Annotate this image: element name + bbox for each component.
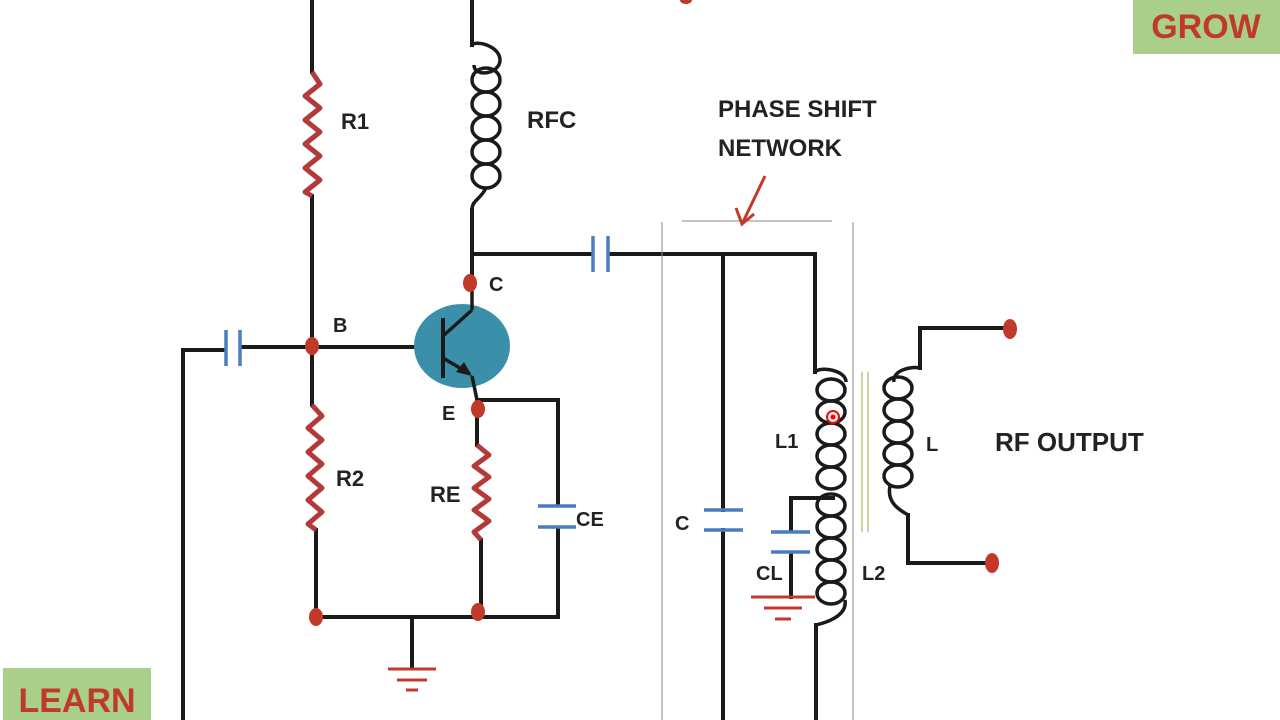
transistor-q1 bbox=[414, 283, 510, 401]
terminal-dots bbox=[305, 0, 1017, 626]
label-cl: CL bbox=[756, 563, 783, 585]
wires bbox=[181, 0, 1010, 720]
label-rf-output: RF OUTPUT bbox=[995, 427, 1144, 457]
inductor-l1 bbox=[813, 367, 848, 491]
label-l1: L1 bbox=[775, 431, 798, 453]
ground-cl bbox=[751, 595, 815, 621]
inductor-l2 bbox=[815, 492, 847, 627]
label-re: RE bbox=[430, 482, 461, 507]
resistor-r1 bbox=[302, 70, 323, 199]
label-l2: L2 bbox=[862, 563, 885, 585]
cursor-pointer bbox=[826, 410, 840, 424]
node-r2-bottom-dot bbox=[309, 608, 323, 626]
label-phase-shift-line2: NETWORK bbox=[718, 135, 843, 162]
label-b: B bbox=[333, 315, 347, 337]
top-stray-dot bbox=[680, 0, 692, 4]
label-l: L bbox=[926, 434, 938, 456]
label-r1: R1 bbox=[341, 109, 369, 134]
grow-badge-text: GROW bbox=[1151, 8, 1261, 46]
capacitor-c bbox=[704, 508, 743, 532]
label-ce: CE bbox=[576, 509, 604, 531]
label-rfc: RFC bbox=[527, 107, 576, 134]
phase-shift-frame bbox=[661, 220, 854, 720]
learn-badge-text: LEARN bbox=[18, 682, 135, 720]
label-c-cap: C bbox=[675, 513, 689, 535]
label-e: E bbox=[442, 403, 455, 425]
label-c-node: C bbox=[489, 274, 503, 296]
label-phase-shift-line1: PHASE SHIFT bbox=[718, 96, 877, 123]
capacitor-coupling bbox=[591, 236, 610, 272]
inductor-rfc bbox=[470, 41, 502, 211]
node-b-dot bbox=[305, 337, 319, 355]
node-c-dot bbox=[463, 274, 477, 292]
node-e-dot bbox=[471, 400, 485, 418]
labels: R1 RFC B C E R2 RE CE C CL L1 L2 L RF OU… bbox=[333, 96, 1144, 585]
node-re-bottom-dot bbox=[471, 603, 485, 621]
phase-shift-arrow bbox=[734, 175, 767, 227]
output-top-dot bbox=[1003, 319, 1017, 339]
output-bottom-dot bbox=[985, 553, 999, 573]
capacitor-cl bbox=[771, 530, 810, 554]
label-r2: R2 bbox=[336, 466, 364, 491]
capacitor-input bbox=[224, 330, 242, 366]
inductor-l-output bbox=[882, 365, 921, 517]
capacitor-ce bbox=[538, 504, 576, 529]
grow-badge: GROW bbox=[1133, 0, 1280, 54]
resistor-re bbox=[471, 443, 492, 542]
resistor-r2 bbox=[305, 403, 325, 532]
transformer-core bbox=[861, 372, 869, 532]
learn-badge: LEARN bbox=[3, 668, 151, 720]
ground-main bbox=[388, 667, 436, 692]
